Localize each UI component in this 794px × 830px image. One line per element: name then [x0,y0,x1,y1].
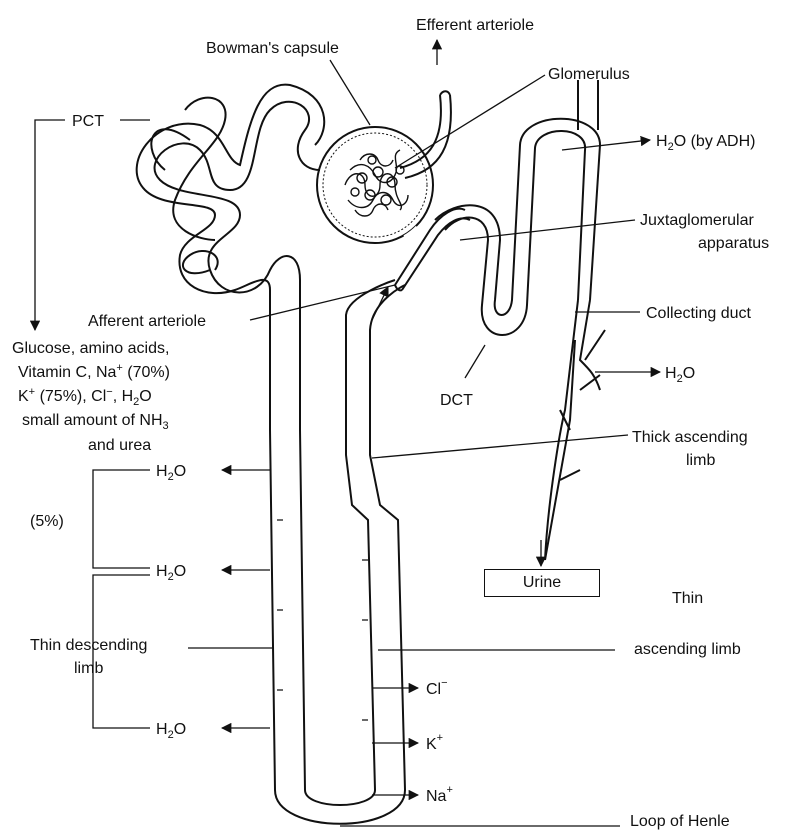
glomerulus-capillaries [345,150,408,216]
label-afferent-arteriole: Afferent arteriole [88,313,206,330]
label-collecting-duct: Collecting duct [646,305,752,322]
label-thin-ascending-1: Thin [672,590,703,607]
label-ion-k: K+ [426,732,443,753]
label-thick-ascending-1: Thick ascending [632,429,748,446]
label-pct-reabsorb-2: Vitamin C, Na+ (70%) [18,362,170,381]
label-percent-5: (5%) [30,513,64,530]
label-h2o-3: H2O [156,721,186,741]
collecting-duct-shape [545,80,605,560]
label-ion-cl: Cl− [426,677,448,698]
label-pct-reabsorb-1: Glucose, amino acids, [12,340,169,357]
label-pct-reabsorb-3: K+ (75%), Cl−, H2O [18,386,152,408]
label-pct-reabsorb-5: and urea [88,437,151,454]
label-urine: Urine [523,574,561,592]
afferent-arteriole-vessel [395,209,470,291]
urine-box: Urine [484,569,600,597]
loop-of-henle-shape [270,280,405,824]
label-thin-descending-1: Thin descending [30,637,147,654]
label-thick-ascending-2: limb [686,452,715,469]
label-pct-reabsorb-4: small amount of NH3 [22,412,169,432]
leader-lines [35,40,660,826]
label-h2o-by-adh: H2O (by ADH) [656,133,756,153]
label-thin-ascending-2: ascending limb [634,641,741,658]
label-h2o-collecting: H2O [665,365,695,385]
text-labels: Efferent arteriole Bowman's capsule Glom… [12,17,769,830]
label-thin-descending-2: limb [74,660,103,677]
label-h2o-2: H2O [156,563,186,583]
label-efferent-arteriole: Efferent arteriole [416,17,534,34]
label-loop-of-henle: Loop of Henle [630,813,730,830]
label-juxtaglomerular-2: apparatus [698,235,769,252]
label-bowmans-capsule: Bowman's capsule [206,40,339,57]
label-pct: PCT [72,113,104,130]
label-juxtaglomerular-1: Juxtaglomerular [640,212,755,229]
label-ion-na: Na+ [426,784,453,805]
label-glomerulus: Glomerulus [548,66,630,83]
label-dct: DCT [440,392,473,409]
bowmans-capsule-shape [317,127,433,243]
label-h2o-1: H2O [156,463,186,483]
efferent-arteriole-vessel [400,91,451,178]
